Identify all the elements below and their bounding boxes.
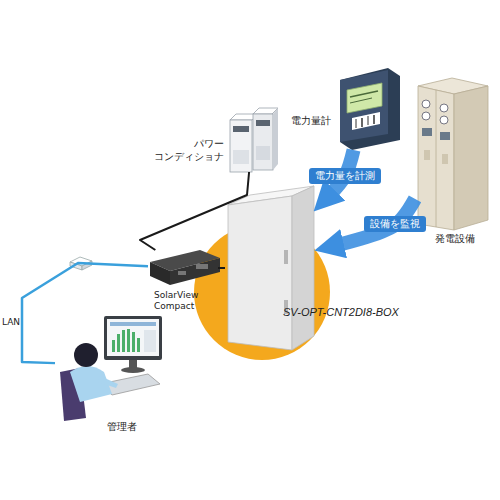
control-box-illustration	[228, 186, 314, 350]
meter-body	[340, 68, 400, 150]
label-group: 電力量計	[283, 115, 331, 128]
node-label: SolarView Compact	[154, 290, 212, 313]
generation-equipment-illustration	[418, 78, 488, 230]
label-group: SolarView Compact	[154, 290, 212, 313]
chart-bar	[117, 334, 120, 352]
device-port	[196, 264, 208, 269]
gauge	[422, 112, 430, 120]
cabinet-panel	[233, 150, 249, 164]
node-label: 電力量計	[283, 115, 331, 128]
display-digits	[350, 91, 378, 97]
meter-barcode	[352, 112, 380, 130]
node-label: パワー コンディショナ	[144, 138, 224, 163]
cabinet-vent	[233, 126, 249, 132]
gauge	[440, 116, 448, 124]
device-front	[150, 262, 170, 285]
display-digits	[350, 98, 372, 103]
meter-front	[340, 70, 388, 142]
administrator-illustration	[60, 316, 162, 421]
cabinet-panel	[256, 146, 270, 160]
door-handle	[424, 150, 430, 160]
node-label: 管理者	[107, 421, 157, 434]
screen-header	[110, 322, 156, 326]
signal-wire	[140, 172, 249, 250]
box-front	[228, 196, 292, 350]
power-conditioner: パワー コンディショナ	[228, 108, 276, 172]
equipment-side	[454, 86, 488, 230]
generation-equipment: 発電設備	[415, 70, 490, 230]
monitor-screen	[107, 319, 159, 356]
administrator-pc: 管理者	[55, 310, 165, 420]
barcode-line	[373, 115, 375, 124]
screen-sidebar	[144, 330, 156, 352]
chart-bar	[132, 332, 135, 352]
barcode-line	[356, 119, 357, 128]
logger-device-illustration	[150, 250, 220, 285]
chart-bar	[127, 329, 130, 352]
device-port	[178, 271, 186, 275]
power-conditioner-illustration	[230, 108, 278, 172]
monitor-base	[121, 367, 145, 373]
power-meter: 電力量計	[335, 65, 400, 150]
power-meter-illustration	[340, 68, 400, 150]
person-head	[74, 343, 98, 367]
lan-cable	[22, 263, 148, 363]
cabinet-front	[230, 120, 252, 172]
label-group: パワー コンディショナ	[144, 138, 224, 163]
barcode-line	[361, 118, 363, 127]
chart-bar	[122, 330, 125, 352]
node-label: SV-OPT-CNT2DI8-BOX	[283, 306, 453, 320]
device-side	[170, 258, 220, 285]
cabinet-divider	[436, 90, 437, 227]
monitor-frame	[104, 316, 162, 360]
gauge	[440, 104, 448, 112]
chart-bar	[137, 338, 140, 352]
equipment-front	[418, 86, 454, 230]
barcode-line	[368, 116, 369, 125]
line-label: LAN	[2, 317, 20, 328]
control-panel	[422, 128, 432, 136]
control-panel	[440, 132, 450, 140]
arrow-label: 電力量を計測	[309, 168, 381, 184]
cabinet-front	[253, 114, 273, 170]
chart-bar	[112, 340, 115, 352]
signal-wire	[218, 267, 225, 269]
logger-device: SolarView Compact	[148, 250, 218, 286]
box-handle	[284, 250, 288, 264]
cabinet-side	[273, 108, 278, 170]
arrow-label: 設備を監視	[364, 216, 426, 232]
label-group: 管理者	[107, 421, 157, 434]
gauge	[422, 100, 430, 108]
person-arm	[98, 376, 118, 388]
node-label: 発電設備	[435, 233, 495, 246]
door-handle	[442, 154, 448, 164]
meter-display	[347, 83, 382, 113]
cabinet-vent	[256, 120, 270, 126]
control-box: SV-OPT-CNT2DI8-BOX	[225, 186, 315, 350]
label-group: SV-OPT-CNT2DI8-BOX	[283, 306, 453, 320]
label-group: 発電設備	[435, 233, 495, 246]
box-side	[292, 186, 314, 350]
